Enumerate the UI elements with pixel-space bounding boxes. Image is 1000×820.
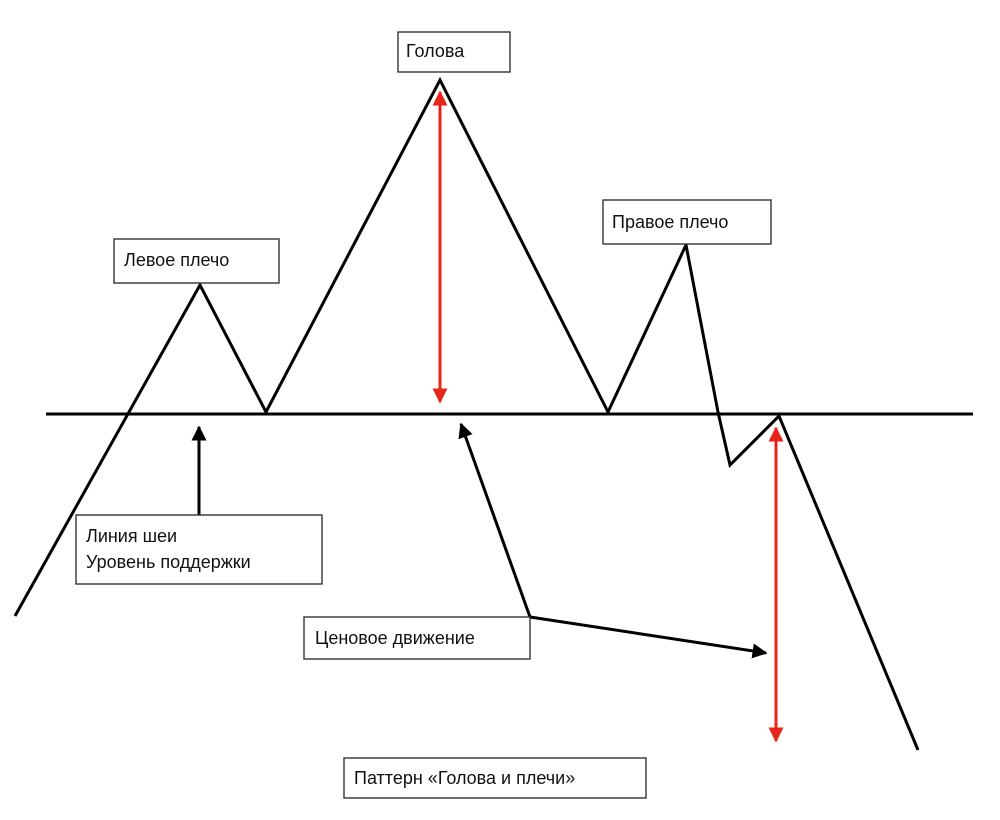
label-head: Голова [397, 31, 511, 73]
price-movement-arrow-right [529, 615, 768, 659]
label-price-movement-text: Ценовое движение [315, 628, 475, 648]
price-path [13, 76, 920, 751]
label-price-movement: Ценовое движение [303, 616, 531, 660]
caption-text: Паттерн «Голова и плечи» [354, 768, 575, 788]
label-right-shoulder: Правое плечо [602, 199, 772, 245]
price-movement-arrow-up [458, 422, 532, 618]
label-head-text: Голова [406, 41, 465, 61]
label-neckline-line2: Уровень поддержки [86, 552, 251, 572]
label-right-shoulder-text: Правое плечо [612, 212, 728, 232]
label-neckline-line1: Линия шеи [86, 526, 177, 546]
label-left-shoulder: Левое плечо [113, 238, 280, 284]
caption: Паттерн «Голова и плечи» [343, 757, 647, 799]
label-left-shoulder-text: Левое плечо [124, 250, 229, 270]
label-neckline: Линия шеи Уровень поддержки [75, 514, 323, 585]
